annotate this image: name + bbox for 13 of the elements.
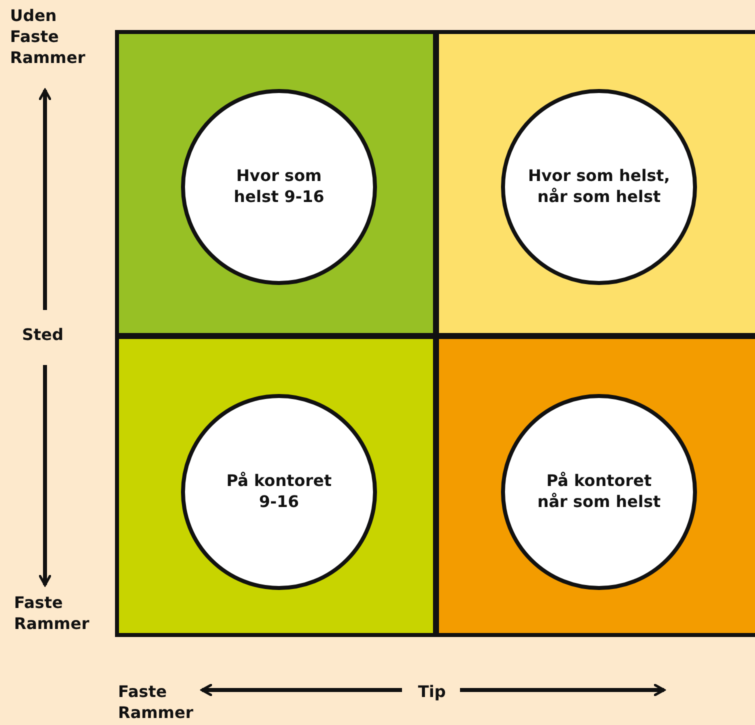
axis-label: Uden Faste Rammer — [10, 6, 86, 68]
quadrant-panel — [115, 335, 437, 637]
node-label: Hvor som helst, når som helst — [526, 166, 671, 208]
node-label: Hvor som helst 9-16 — [232, 166, 326, 208]
quadrant-panel — [115, 30, 437, 337]
quadrant-panel — [435, 30, 755, 337]
axis-label: Sted — [22, 325, 64, 346]
node-label: På kontoret 9-16 — [225, 471, 333, 513]
quadrant-panel — [435, 335, 755, 637]
axis-label: Tip — [418, 682, 447, 703]
axis-label: Faste Rammer — [14, 593, 90, 635]
axis-label: Faste Rammer — [118, 682, 194, 724]
node-label: På kontoret når som helst — [536, 471, 662, 513]
